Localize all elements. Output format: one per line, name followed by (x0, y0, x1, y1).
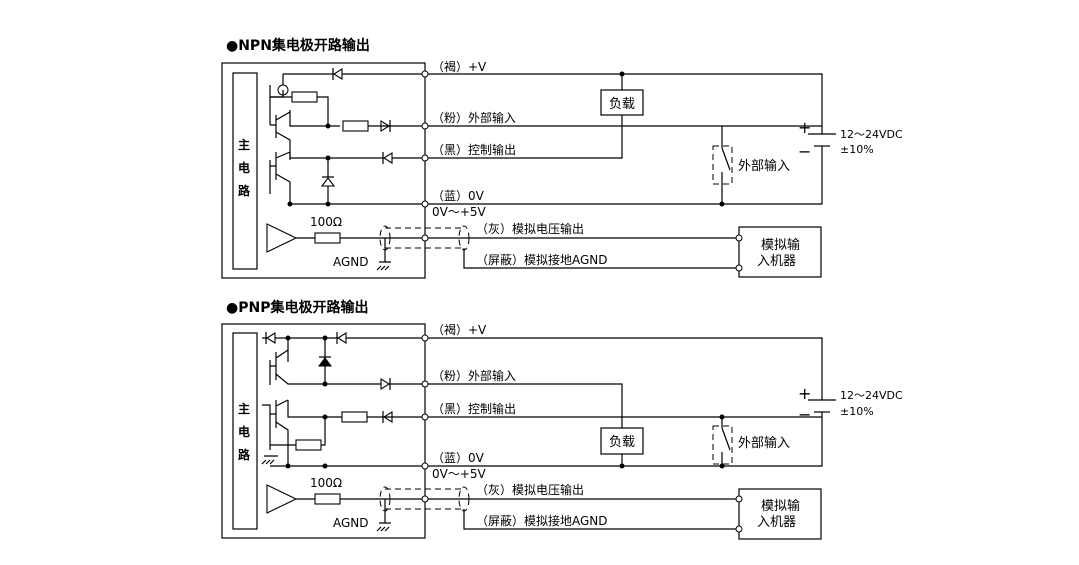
pnp-bias-resistor (295, 439, 322, 451)
npn-terminal-gray (421, 234, 429, 242)
npn-analog-device-box (738, 226, 822, 278)
pnp-terminal-blue (421, 462, 429, 470)
pnp-load-label: 负载 (609, 435, 635, 450)
npn-ext-input-label: 外部输入 (738, 158, 790, 174)
npn-transistor-1 (269, 97, 291, 160)
npn-main-circuit-char-3: 路 (238, 183, 251, 198)
npn-bias-resistor (291, 91, 318, 103)
pnp-terminal-pink (421, 380, 429, 388)
npn-main-circuit-block (232, 72, 258, 270)
pnp-wire-brown-label: （褐）+V (432, 322, 487, 337)
pnp-supply-voltage: 12～24VDC (840, 389, 903, 402)
pnp-diode-input (380, 378, 391, 390)
pnp-title: ●PNP集电极开路输出 (226, 299, 368, 316)
pnp-ext-input-label: 外部输入 (738, 435, 790, 451)
npn-agnd-label: AGND (333, 255, 369, 269)
npn-supply-tolerance: ±10% (840, 143, 874, 156)
npn-ext-switch (721, 126, 731, 204)
pnp-minus-sign: − (798, 405, 811, 424)
npn-v-plus-rail (283, 73, 823, 134)
npn-plus-sign: + (798, 118, 811, 137)
pnp-main-circuit-char-2: 电 (238, 424, 250, 439)
pnp-analog-device-box (738, 488, 822, 540)
pnp-inner-ground (261, 455, 278, 465)
pnp-power-supply (808, 399, 836, 413)
pnp-terminal-brown (421, 334, 429, 342)
pnp-diode-vplus-1 (265, 332, 276, 344)
pnp-agnd-label: AGND (333, 516, 369, 530)
npn-transistor-2 (269, 151, 291, 204)
npn-wire-shield-label: （屏蔽）模拟接地AGND (476, 252, 608, 267)
npn-device-line-1: 模拟输 (761, 237, 800, 253)
npn-main-circuit-char-2: 电 (238, 160, 250, 175)
npn-terminal-pink (421, 122, 429, 130)
pnp-0v-rail (270, 412, 823, 467)
npn-zener-diode (320, 158, 336, 204)
pnp-output-resistor (314, 493, 341, 505)
pnp-main-circuit-block (232, 332, 258, 530)
pnp-ext-switch (721, 417, 731, 466)
npn-terminal-black (421, 154, 429, 162)
pnp-terminal-black (421, 413, 429, 421)
pnp-supply-tolerance: ±10% (840, 405, 874, 418)
npn-ground-symbol (376, 238, 391, 271)
pnp-wire-black-label: （黑）控制输出 (432, 401, 516, 416)
npn-load-box (600, 89, 644, 116)
npn-resistor-label: 100Ω (310, 215, 342, 229)
pnp-wire-gray-label: （灰）模拟电压输出 (476, 482, 584, 497)
pnp-main-circuit-char-1: 主 (238, 401, 250, 416)
npn-diode-vplus (332, 68, 343, 80)
npn-wire-pink-label: （粉）外部输入 (432, 110, 516, 125)
npn-0v-rail (290, 156, 823, 205)
npn-wire-blue-label: （蓝）0V (432, 189, 485, 203)
pnp-device-line-1: 模拟输 (761, 498, 800, 514)
pnp-range-label: 0V～+5V (432, 467, 487, 481)
npn-input-resistor (342, 120, 369, 132)
npn-device-line-2: 入机器 (757, 254, 796, 269)
npn-amplifier (266, 223, 298, 253)
npn-terminal-blue (421, 200, 429, 208)
pnp-section: ●PNP集电极开路输出 主 电 路 （褐）+V (221, 299, 903, 540)
pnp-resistor-label: 100Ω (310, 476, 342, 490)
npn-title: ●NPN集电极开路输出 (226, 37, 370, 54)
npn-supply-voltage: 12～24VDC (840, 128, 903, 141)
npn-range-label: 0V～+5V (432, 205, 487, 219)
pnp-wire-pink-label: （粉）外部输入 (432, 368, 516, 383)
pnp-terminal-gray (421, 495, 429, 503)
pnp-amplifier (266, 484, 298, 514)
npn-terminal-brown (421, 70, 429, 78)
npn-power-supply (808, 133, 836, 156)
pnp-sensor-outline (221, 323, 426, 539)
pnp-zener-diode (318, 338, 332, 384)
pnp-ground-symbol (376, 499, 391, 532)
npn-load-label: 负载 (609, 97, 635, 112)
pnp-wire-shield-label: （屏蔽）模拟接地AGND (476, 513, 608, 528)
npn-sensor-outline (221, 62, 426, 279)
pnp-output-series-resistor (341, 411, 368, 423)
pnp-shield-cable (385, 488, 464, 510)
npn-main-circuit-char-1: 主 (238, 137, 250, 152)
npn-shield-cable (385, 227, 464, 249)
npn-wire-brown-label: （褐）+V (432, 59, 487, 74)
pnp-main-circuit-char-3: 路 (238, 447, 251, 462)
pnp-wire-blue-label: （蓝）0V (432, 451, 485, 465)
pnp-device-line-2: 入机器 (757, 515, 796, 530)
npn-section: ●NPN集电极开路输出 主 电 路 （褐）+V （粉）外部输入 (221, 37, 903, 279)
npn-diode-output (382, 152, 393, 164)
pnp-diode-vplus-2 (336, 332, 347, 344)
npn-wire-gray-label: （灰）模拟电压输出 (476, 221, 584, 236)
pnp-transistor-2 (262, 399, 289, 466)
npn-output-resistor (314, 232, 341, 244)
pnp-plus-sign: + (798, 384, 811, 403)
pnp-transistor-1 (269, 338, 425, 385)
npn-wire-black-label: （黑）控制输出 (432, 142, 516, 157)
pnp-v-plus-rail (262, 337, 823, 400)
npn-minus-sign: − (798, 142, 811, 161)
